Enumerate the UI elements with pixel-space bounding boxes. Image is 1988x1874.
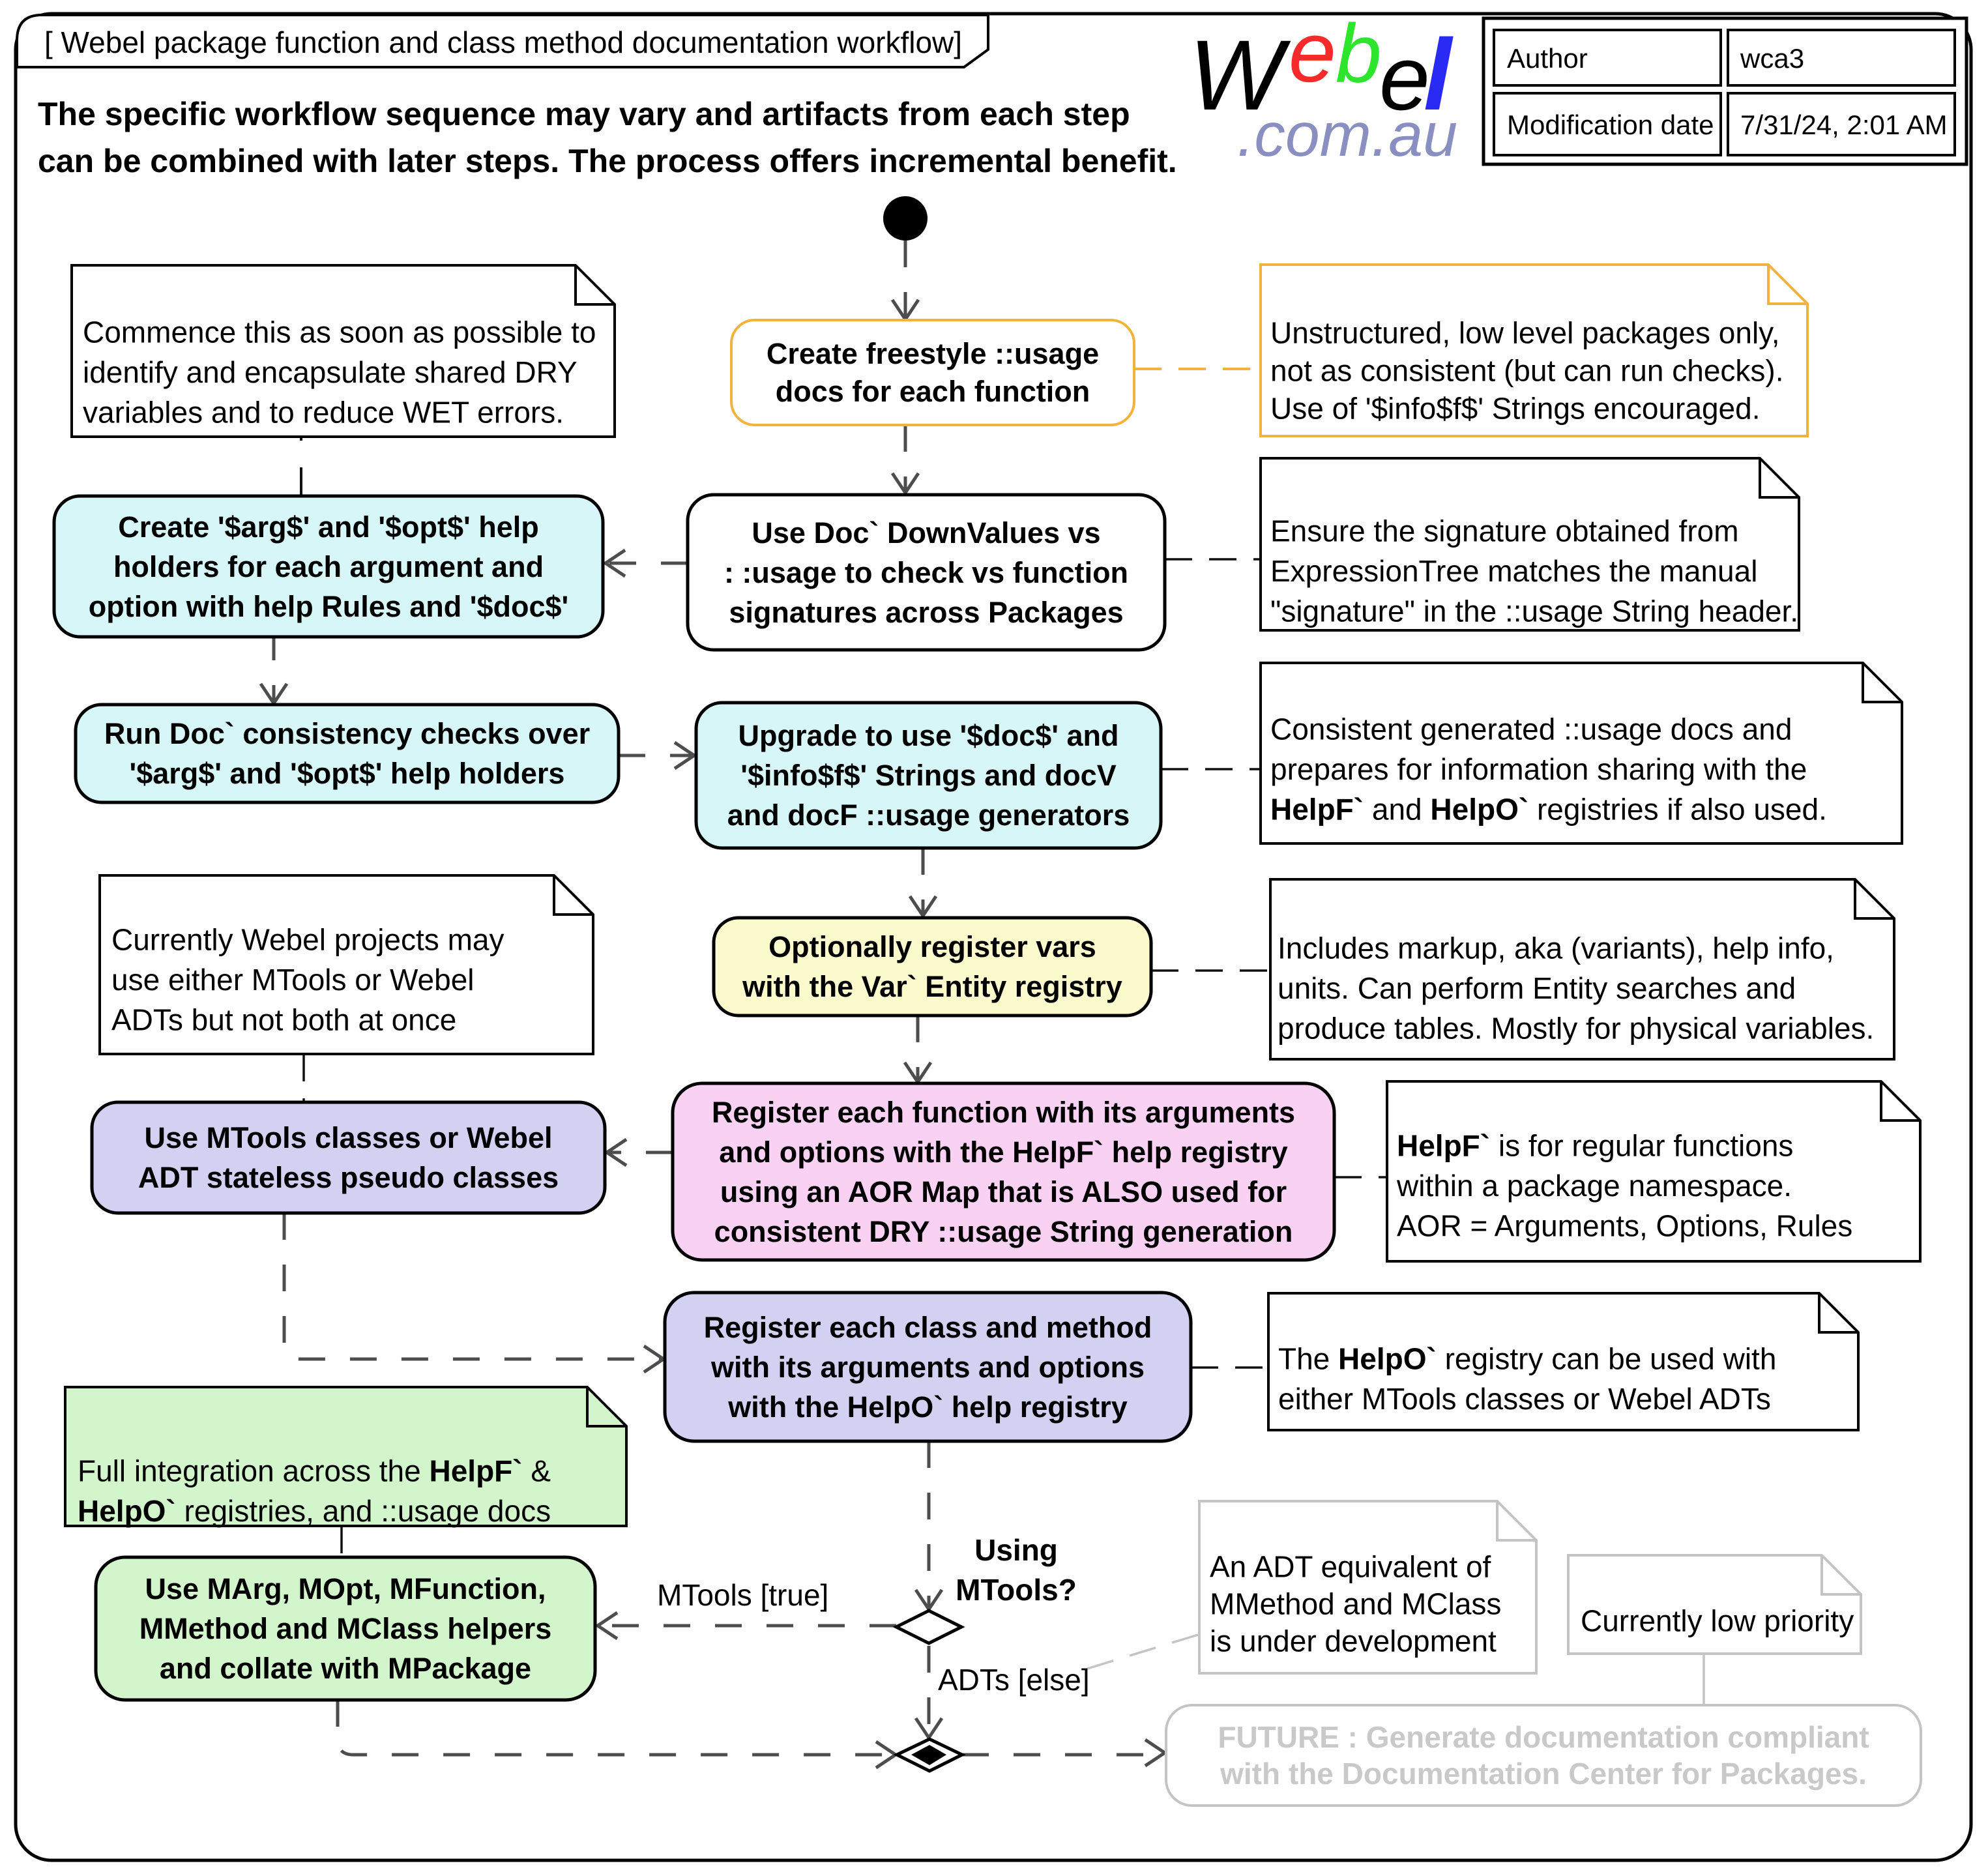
- svg-text:An ADT equivalent of: An ADT equivalent of: [1210, 1550, 1491, 1584]
- svg-text:Includes markup, aka (variants: Includes markup, aka (variants), help in…: [1278, 931, 1834, 965]
- svg-text:ADTs but not both at once: ADTs but not both at once: [111, 1003, 456, 1037]
- svg-text:units. Can perform Entity sear: units. Can perform Entity searches and: [1278, 971, 1796, 1005]
- svg-text:Consistent generated ::usage d: Consistent generated ::usage docs and: [1270, 712, 1792, 746]
- svg-text:Ensure the signature obtained: Ensure the signature obtained from: [1270, 514, 1739, 548]
- svg-text:l: l: [1424, 18, 1454, 131]
- svg-text:Currently Webel projects may: Currently Webel projects may: [111, 923, 504, 957]
- svg-text:MTools [true]: MTools [true]: [657, 1578, 828, 1612]
- svg-text:ExpressionTree matches the man: ExpressionTree matches the manual: [1270, 554, 1757, 588]
- svg-text:use either MTools or Webel: use either MTools or Webel: [111, 963, 475, 997]
- svg-text:AOR = Arguments, Options, Rule: AOR = Arguments, Options, Rules: [1397, 1209, 1852, 1243]
- svg-text:e: e: [1379, 27, 1430, 129]
- svg-text:b: b: [1336, 7, 1382, 100]
- svg-text:produce tables. Mostly for phy: produce tables. Mostly for physical vari…: [1278, 1012, 1874, 1046]
- svg-text:.com.au: .com.au: [1237, 100, 1457, 169]
- svg-text:HelpF` and HelpO` registries i: HelpF` and HelpO` registries if also use…: [1270, 793, 1827, 827]
- svg-text:not as consistent (but can run: not as consistent (but can run checks).: [1270, 354, 1784, 388]
- svg-text:"signature" in the ::usage Str: "signature" in the ::usage String header…: [1270, 594, 1798, 628]
- svg-text:HelpO` registries, and ::usage: HelpO` registries, and ::usage docs: [78, 1494, 551, 1528]
- svg-text:Full integration across the He: Full integration across the HelpF` &: [78, 1454, 551, 1488]
- svg-text:Currently low priority: Currently low priority: [1581, 1604, 1854, 1638]
- svg-text:wca3: wca3: [1740, 43, 1804, 74]
- svg-text:Commence this as soon as possi: Commence this as soon as possible to: [83, 315, 596, 349]
- svg-text:prepares for information shari: prepares for information sharing with th…: [1270, 752, 1807, 786]
- svg-text:Use of '$info$f$' Strings enco: Use of '$info$f$' Strings encouraged.: [1270, 392, 1760, 426]
- svg-text:Unstructured, low level packag: Unstructured, low level packages only,: [1270, 316, 1780, 350]
- svg-text:[ Webel package function and c: [ Webel package function and class metho…: [44, 25, 962, 59]
- svg-text:can be combined with later ste: can be combined with later steps. The pr…: [38, 143, 1177, 179]
- svg-text:W: W: [1189, 20, 1291, 131]
- svg-text:HelpF` is for regular function: HelpF` is for regular functions: [1397, 1129, 1793, 1163]
- svg-text:ADTs [else]: ADTs [else]: [938, 1663, 1090, 1697]
- svg-text:The HelpO` registry can be use: The HelpO` registry can be used with: [1278, 1342, 1776, 1376]
- svg-text:is under development: is under development: [1210, 1624, 1497, 1658]
- svg-text:within a package namespace.: within a package namespace.: [1396, 1169, 1792, 1203]
- svg-text:The specific workflow sequence: The specific workflow sequence may vary …: [38, 96, 1130, 132]
- svg-text:MMethod and MClass: MMethod and MClass: [1210, 1587, 1501, 1621]
- svg-text:MTools?: MTools?: [956, 1573, 1077, 1607]
- svg-text:Author: Author: [1507, 43, 1588, 74]
- svg-text:either MTools classes or Webel: either MTools classes or Webel ADTs: [1278, 1382, 1771, 1416]
- svg-text:Using: Using: [974, 1533, 1058, 1567]
- svg-text:variables and to reduce WET er: variables and to reduce WET errors.: [83, 396, 564, 430]
- svg-text:Modification date: Modification date: [1507, 110, 1714, 140]
- svg-text:identify and encapsulate share: identify and encapsulate shared DRY: [83, 355, 577, 389]
- svg-text:7/31/24, 2:01 AM: 7/31/24, 2:01 AM: [1740, 110, 1948, 140]
- svg-text:e: e: [1289, 4, 1336, 100]
